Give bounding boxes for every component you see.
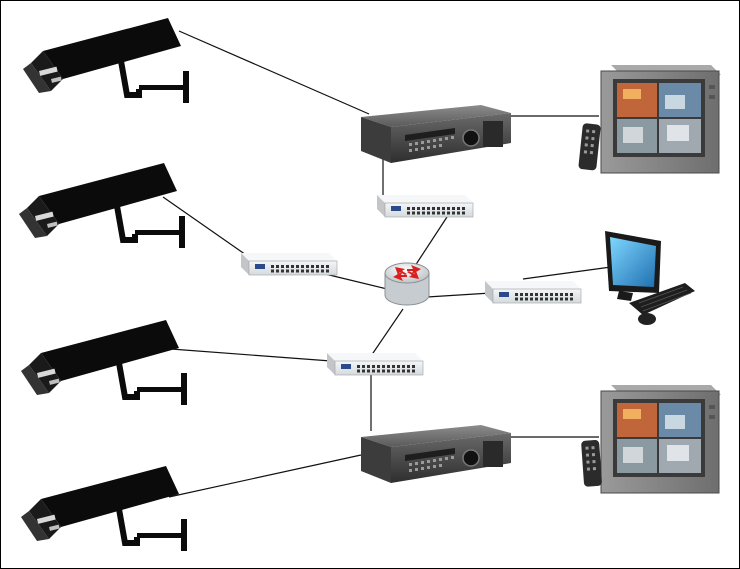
link-router-switchright bbox=[426, 292, 492, 298]
connection-lines bbox=[162, 30, 612, 498]
router-icon bbox=[384, 262, 430, 306]
workstation-computer bbox=[605, 231, 695, 325]
security-camera-2 bbox=[19, 163, 185, 248]
network-switch-bottom bbox=[326, 352, 424, 376]
link-camera1-dvr1 bbox=[178, 30, 370, 115]
remote-control-2 bbox=[581, 439, 603, 487]
security-camera-3 bbox=[21, 320, 187, 405]
link-camera3-switchbottom bbox=[170, 348, 332, 362]
remote-control-1 bbox=[578, 123, 601, 171]
crt-monitor-2 bbox=[600, 384, 722, 494]
crt-monitor-1 bbox=[600, 64, 722, 174]
link-camera2-switchleft bbox=[162, 196, 250, 258]
security-camera-1 bbox=[23, 18, 189, 103]
network-switch-right bbox=[484, 280, 582, 304]
link-switchleft-router bbox=[320, 272, 388, 290]
dvr-recorder-1 bbox=[360, 104, 512, 164]
link-switchright-workstation bbox=[522, 266, 612, 280]
network-switch-left bbox=[240, 252, 338, 276]
network-switch-top bbox=[376, 194, 474, 218]
link-camera4-dvr2 bbox=[168, 454, 362, 498]
link-switchtop-router bbox=[412, 216, 448, 270]
dvr-recorder-2 bbox=[360, 424, 512, 484]
security-camera-4 bbox=[21, 466, 187, 551]
link-router-switchbottom bbox=[370, 308, 404, 357]
